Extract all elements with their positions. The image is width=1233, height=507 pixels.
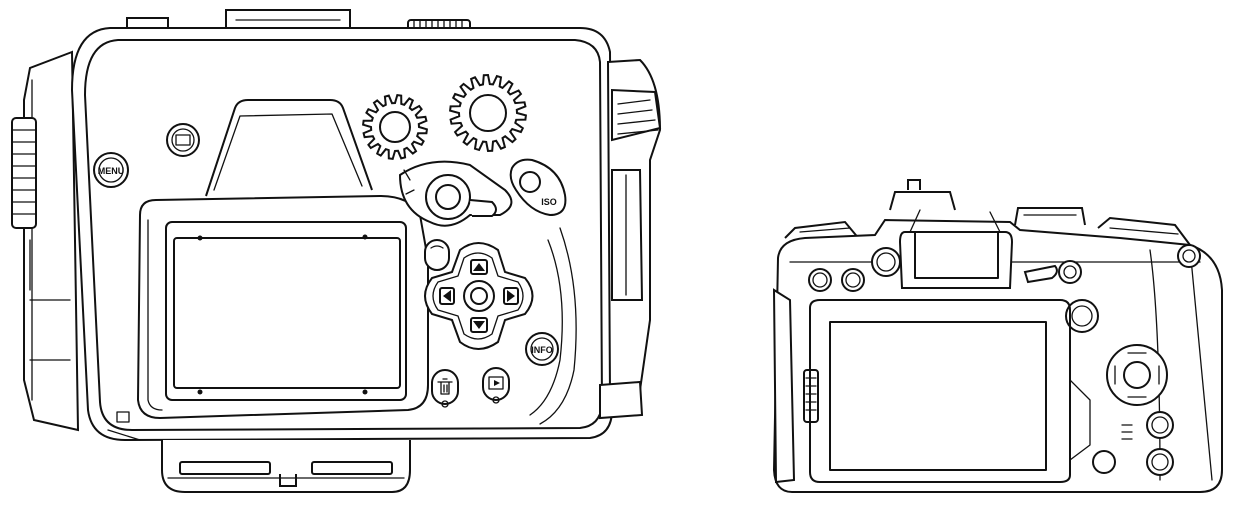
camera-lcd <box>809 299 1091 483</box>
dpad-left-arrow-icon[interactable] <box>439 287 455 305</box>
camera <box>772 179 1223 493</box>
housing-dpad[interactable] <box>424 242 534 350</box>
housing-lcd-window <box>137 195 429 419</box>
menu-label: MENU <box>98 166 125 176</box>
camera-dpad[interactable] <box>1106 344 1168 406</box>
camera-info-button[interactable] <box>1146 411 1174 439</box>
camera-play-button[interactable] <box>1146 448 1174 476</box>
housing-sub-dial[interactable] <box>361 93 429 161</box>
housing-play-button[interactable] <box>482 367 510 404</box>
trash-icon <box>437 378 453 395</box>
housing-bottom-mount <box>161 440 411 493</box>
housing-left-latch <box>11 50 80 432</box>
housing-delete-button[interactable] <box>431 369 459 408</box>
housing-menu-button[interactable]: MENU <box>93 152 129 188</box>
camera-body <box>772 218 1223 493</box>
camera-fn-buttons[interactable] <box>808 247 901 292</box>
play-icon <box>488 376 504 390</box>
housing-lv-button[interactable] <box>166 123 200 157</box>
camera-status-marks <box>1121 424 1133 440</box>
housing-info-button[interactable]: INFO <box>525 332 559 366</box>
dpad-up-arrow-icon[interactable] <box>470 259 488 275</box>
camera-viewfinder <box>898 209 1014 289</box>
camera-af-button[interactable] <box>1065 299 1099 333</box>
housing-viewfinder <box>205 99 373 197</box>
dpad-down-arrow-icon[interactable] <box>470 317 488 333</box>
iso-label: ISO <box>541 197 557 207</box>
housing-iso-button[interactable]: ISO <box>509 158 567 217</box>
camera-menu-button[interactable] <box>1092 450 1116 474</box>
camera-ael-lever[interactable] <box>1023 260 1082 284</box>
housing-indicator <box>116 411 130 423</box>
housing-ael-lever[interactable] <box>398 160 513 227</box>
housing-rec-button[interactable] <box>424 239 450 271</box>
camera-rec-button[interactable] <box>1177 244 1201 268</box>
camera-top <box>784 179 1191 246</box>
underwater-housing: MENU ISO <box>11 9 662 493</box>
housing-main-dial[interactable] <box>449 73 527 153</box>
info-label: INFO <box>531 345 553 355</box>
dpad-right-arrow-icon[interactable] <box>503 287 519 305</box>
camera-screen-hinge <box>772 288 819 484</box>
housing-right-grip <box>599 58 662 420</box>
